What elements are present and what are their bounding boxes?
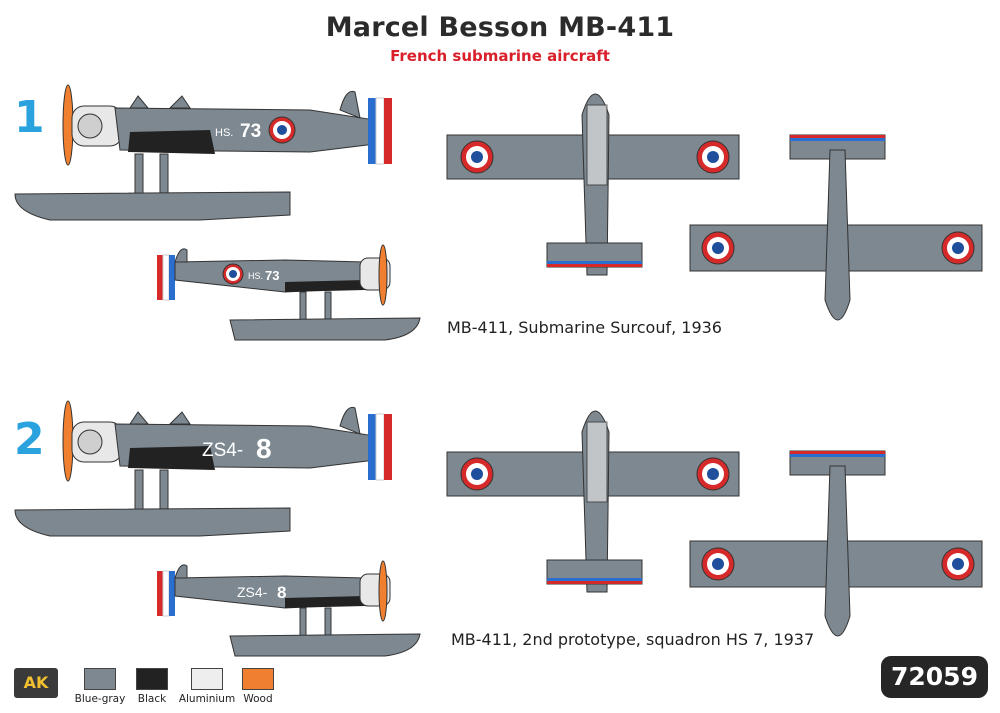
side-code-big-2b: 8 [277, 583, 286, 602]
side-code-small-1b: HS. [248, 271, 263, 281]
palette-item-blue-gray: Blue-gray [70, 668, 130, 705]
scheme-number-1: 1 [14, 92, 45, 143]
swatch-label: Wood [243, 693, 273, 705]
swatch-label: Black [137, 693, 167, 705]
side-code-small-2b: ZS4- [237, 584, 268, 600]
product-code-badge: 72059 [881, 656, 988, 698]
palette-item-black: Black [122, 668, 182, 705]
side-view-large-1: HS. 73 [14, 84, 392, 221]
swatch-label: Blue-gray [74, 693, 126, 705]
page-title: Marcel Besson MB-411 [325, 12, 675, 43]
side-code-big-2a: 8 [256, 433, 272, 464]
palette-item-wood: Wood [228, 668, 288, 705]
swatch-black [136, 668, 168, 690]
top-view-2 [446, 410, 740, 593]
side-code-big-1a: 73 [240, 121, 261, 142]
side-view-small-2: ZS4- 8 [157, 560, 421, 657]
side-code-small-2a: ZS4- [202, 440, 243, 461]
ak-logo: AK [14, 668, 58, 698]
top-view-1 [446, 93, 740, 276]
bottom-view-2 [689, 450, 983, 637]
swatch-label: Aluminium [178, 693, 236, 705]
side-code-small-1a: HS. [215, 127, 233, 139]
side-view-small-1: HS. 73 [157, 244, 421, 341]
swatch-blue-gray [84, 668, 116, 690]
bottom-view-1 [689, 134, 983, 321]
swatch-aluminium [191, 668, 223, 690]
page-subtitle: French submarine aircraft [390, 47, 610, 65]
swatch-wood [242, 668, 274, 690]
scheme-caption-2: MB-411, 2nd prototype, squadron HS 7, 19… [451, 630, 815, 649]
scheme-caption-1: MB-411, Submarine Surcouf, 1936 [447, 318, 722, 337]
side-code-big-1b: 73 [265, 268, 279, 283]
palette-item-aluminium: Aluminium [175, 668, 239, 705]
scheme-number-2: 2 [14, 414, 45, 465]
side-view-large-2: ZS4- 8 [14, 400, 392, 537]
